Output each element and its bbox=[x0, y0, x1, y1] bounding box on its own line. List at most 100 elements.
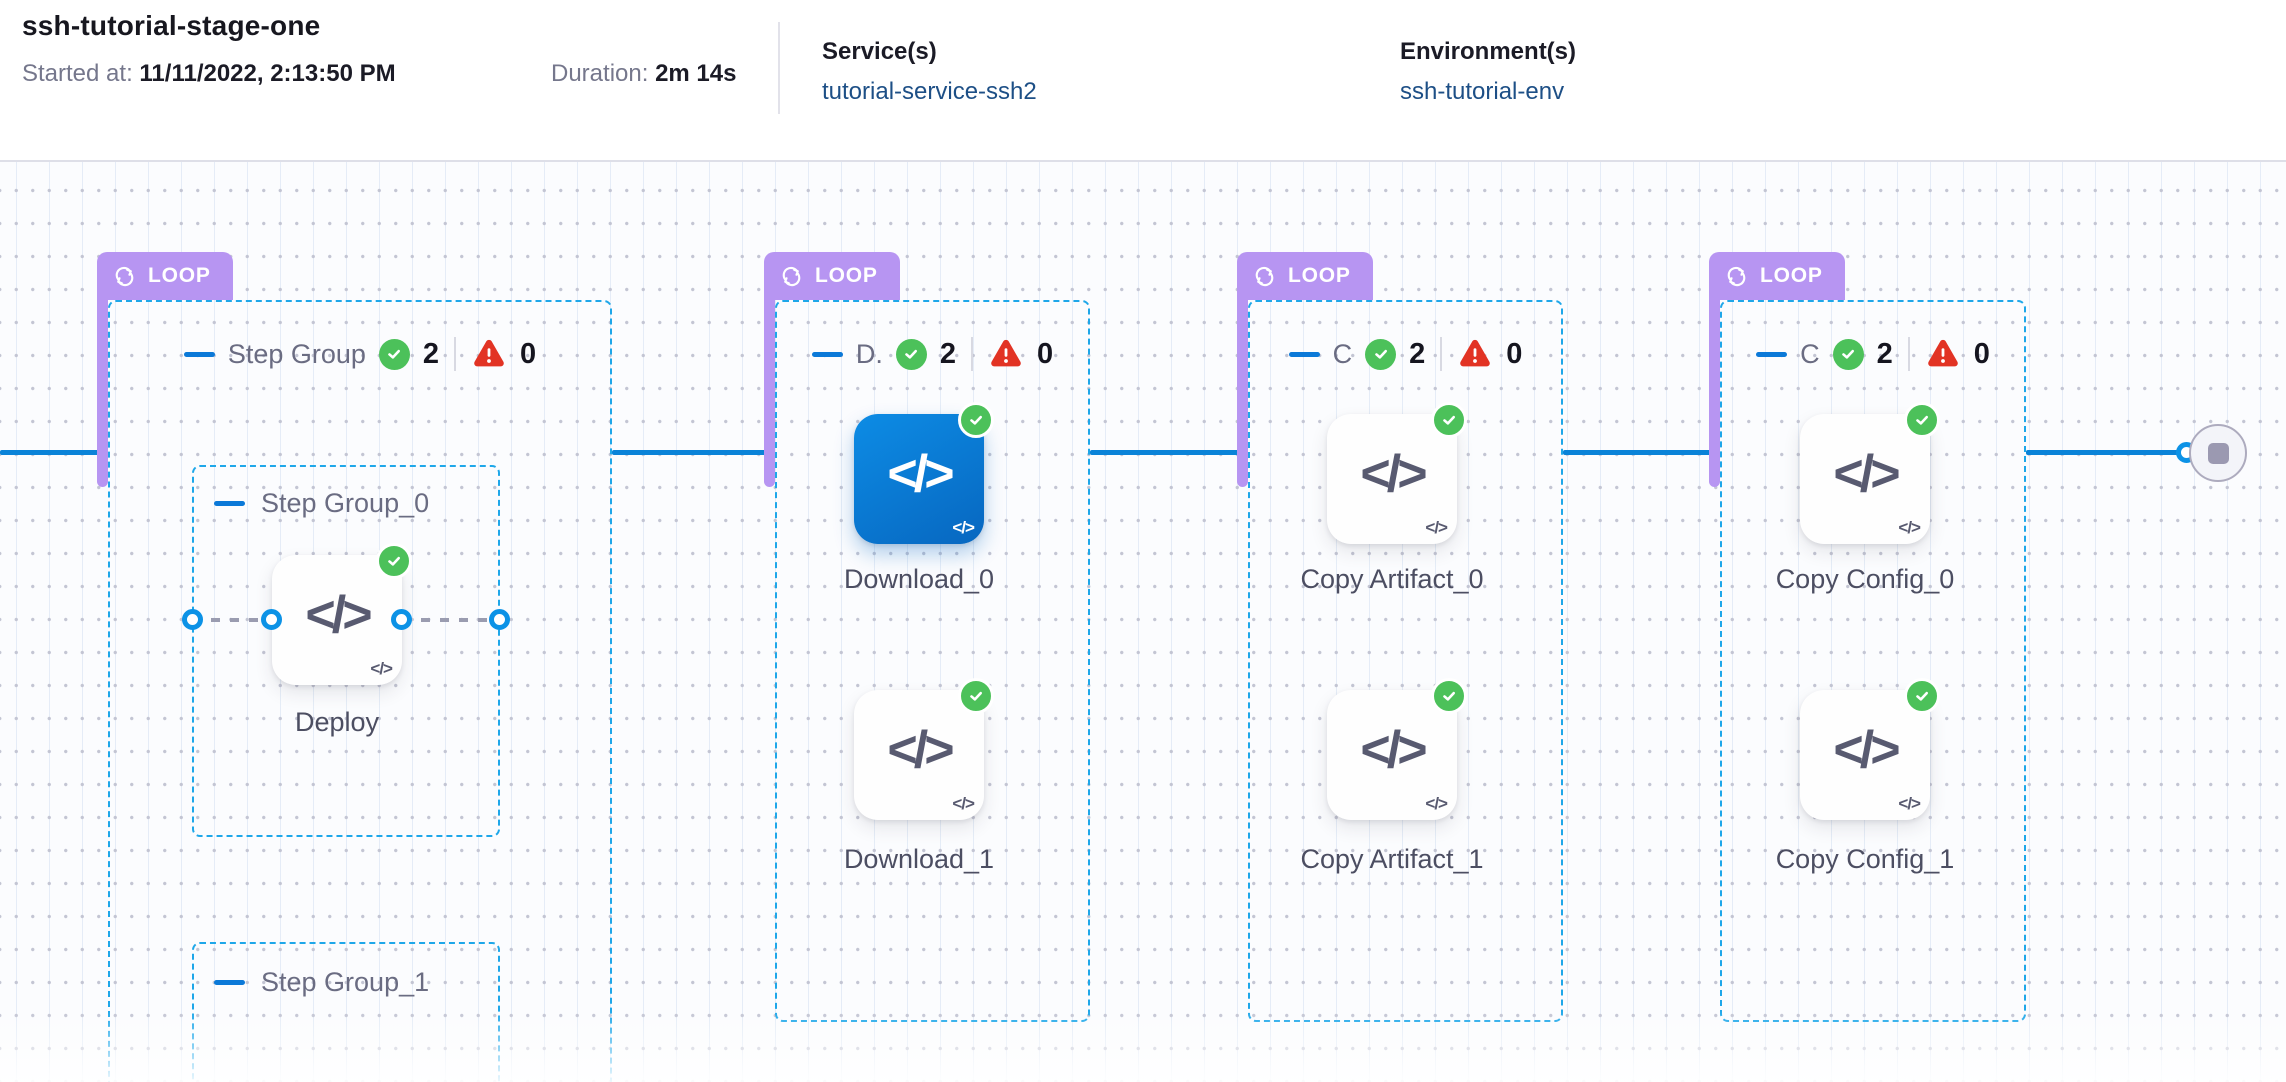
success-count: 2 bbox=[1409, 337, 1426, 370]
success-count: 2 bbox=[1876, 337, 1893, 370]
flow-line bbox=[2026, 450, 2180, 455]
count-divider bbox=[1907, 337, 1910, 371]
flow-line bbox=[0, 450, 101, 455]
step-node-download-1[interactable]: </> </> bbox=[854, 678, 994, 820]
duration-value: 2m 14s bbox=[655, 60, 737, 87]
step-node-copy-config-1[interactable]: </> </> bbox=[1800, 678, 1940, 820]
failed-count: 0 bbox=[1506, 337, 1523, 370]
count-divider bbox=[1440, 337, 1443, 371]
step-label: Copy Config_1 bbox=[1775, 844, 1955, 874]
collapse-icon[interactable] bbox=[183, 351, 215, 357]
group-header[interactable]: Step Group_1 bbox=[214, 962, 429, 1002]
code-mini-icon: </> bbox=[1425, 518, 1448, 537]
code-mini-icon: </> bbox=[952, 794, 975, 813]
pipeline-canvas[interactable]: LOOP Step Group 2 0 Step Group_0 bbox=[0, 162, 2286, 1082]
group-header[interactable]: C 2 0 bbox=[1720, 332, 2026, 376]
success-count-icon bbox=[378, 338, 410, 370]
group-border bbox=[775, 300, 1090, 1022]
loop-icon bbox=[1727, 266, 1746, 286]
duration: Duration: 2m 14s bbox=[551, 60, 736, 88]
code-mini-icon: </> bbox=[370, 659, 393, 678]
collapse-icon[interactable] bbox=[1288, 351, 1320, 357]
collapse-icon[interactable] bbox=[1756, 351, 1788, 357]
group-border bbox=[192, 465, 500, 837]
loop-group-copy-config: LOOP C 2 0 </> </> Copy Config_0 bbox=[1709, 252, 2026, 1022]
success-badge bbox=[1904, 402, 1940, 438]
inner-group-step-group-0: Step Group_0 </> </> Deploy bbox=[182, 465, 510, 837]
dashed-connector bbox=[402, 618, 500, 622]
success-count: 2 bbox=[939, 337, 956, 370]
connector-port[interactable] bbox=[261, 609, 282, 630]
success-badge bbox=[376, 543, 412, 579]
group-border bbox=[108, 300, 612, 1082]
success-badge bbox=[1431, 402, 1467, 438]
started-at: Started at: 11/11/2022, 2:13:50 PM bbox=[22, 60, 396, 88]
success-badge bbox=[958, 402, 994, 438]
group-label: D. bbox=[855, 338, 883, 369]
collapse-icon[interactable] bbox=[214, 979, 245, 985]
loop-tab bbox=[1709, 299, 1720, 487]
step-node-copy-artifact-1[interactable]: </> </> bbox=[1327, 678, 1467, 820]
code-icon: </> bbox=[887, 445, 954, 503]
dashed-connector bbox=[192, 618, 272, 622]
group-header[interactable]: D. 2 0 bbox=[775, 332, 1090, 376]
collapse-icon[interactable] bbox=[214, 500, 245, 506]
failed-count-icon bbox=[1460, 339, 1491, 367]
connector-port[interactable] bbox=[489, 609, 510, 630]
loop-badge: LOOP bbox=[764, 252, 900, 300]
group-label: Step Group_0 bbox=[261, 487, 430, 518]
step-node-copy-config-0[interactable]: </> </> bbox=[1800, 402, 1940, 544]
success-count-icon bbox=[895, 338, 927, 370]
code-icon: </> bbox=[1833, 445, 1900, 503]
services-label: Service(s) bbox=[822, 38, 937, 65]
group-border bbox=[1720, 300, 2026, 1022]
failed-count: 0 bbox=[1037, 337, 1054, 370]
failed-count-icon bbox=[474, 339, 504, 367]
code-icon: </> bbox=[1360, 721, 1427, 779]
end-node[interactable] bbox=[2189, 424, 2247, 482]
stage-title: ssh-tutorial-stage-one bbox=[22, 10, 321, 41]
step-label: Copy Artifact_1 bbox=[1300, 844, 1484, 874]
failed-count: 0 bbox=[1973, 337, 1990, 370]
group-label: Step Group_1 bbox=[261, 966, 430, 997]
loop-icon bbox=[1255, 266, 1274, 286]
group-header[interactable]: C 2 0 bbox=[1248, 332, 1563, 376]
flow-line bbox=[1563, 450, 1720, 455]
code-mini-icon: </> bbox=[1898, 518, 1921, 537]
connector-port[interactable] bbox=[391, 609, 412, 630]
step-label: Deploy bbox=[294, 707, 380, 737]
step-node-download-0[interactable]: </> </> bbox=[854, 402, 994, 544]
step-node-copy-artifact-0[interactable]: </> </> bbox=[1327, 402, 1467, 544]
failed-count-icon bbox=[991, 339, 1021, 367]
flow-line bbox=[1090, 450, 1248, 455]
step-node-deploy[interactable]: </> </> bbox=[272, 543, 412, 685]
code-icon: </> bbox=[1360, 445, 1427, 503]
step-label: Copy Artifact_0 bbox=[1300, 564, 1484, 594]
success-count-icon bbox=[1832, 338, 1864, 370]
count-divider bbox=[454, 337, 457, 371]
step-label: Download_0 bbox=[843, 564, 995, 594]
code-mini-icon: </> bbox=[952, 518, 975, 537]
collapse-icon[interactable] bbox=[811, 351, 843, 357]
code-mini-icon: </> bbox=[1898, 794, 1921, 813]
group-label: Step Group bbox=[227, 338, 366, 369]
group-header[interactable]: Step Group 2 0 bbox=[108, 332, 612, 376]
step-label: Download_1 bbox=[843, 844, 995, 874]
loop-tab bbox=[764, 299, 775, 487]
started-at-value: 11/11/2022, 2:13:50 PM bbox=[139, 60, 396, 87]
environment-link[interactable]: ssh-tutorial-env bbox=[1400, 78, 1565, 105]
step-label: Copy Config_0 bbox=[1775, 564, 1955, 594]
service-link[interactable]: tutorial-service-ssh2 bbox=[822, 78, 1037, 105]
success-badge bbox=[1904, 678, 1940, 714]
execution-header: ssh-tutorial-stage-one Started at: 11/11… bbox=[0, 0, 2286, 162]
group-header[interactable]: Step Group_0 bbox=[214, 483, 429, 523]
environments-label: Environment(s) bbox=[1400, 38, 1577, 65]
connector-port[interactable] bbox=[182, 609, 203, 630]
success-count-icon bbox=[1365, 338, 1397, 370]
loop-badge: LOOP bbox=[1709, 252, 1845, 300]
loop-badge: LOOP bbox=[97, 252, 233, 300]
loop-badge-label: LOOP bbox=[1760, 264, 1823, 287]
loop-badge: LOOP bbox=[1237, 252, 1373, 300]
loop-group-step-group: LOOP Step Group 2 0 Step Group_0 bbox=[97, 252, 612, 1082]
success-badge bbox=[958, 678, 994, 714]
